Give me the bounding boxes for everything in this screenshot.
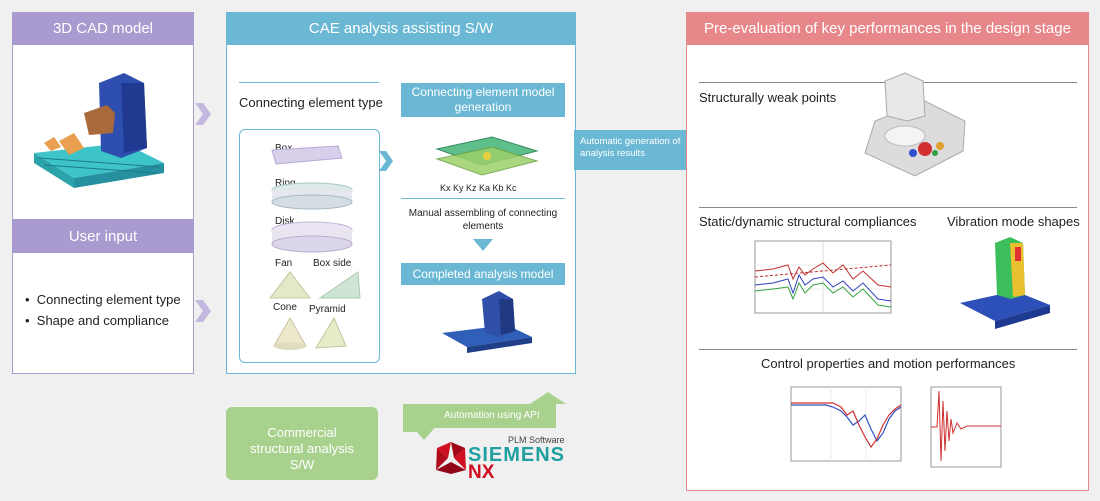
element-model-image [435, 136, 539, 176]
box-shape [271, 145, 343, 165]
siemens-name: SIEMENS [468, 444, 566, 466]
shape-label-box: Box [275, 143, 293, 154]
user-item-1: • Connecting element type [25, 292, 181, 307]
element-type-label: Connecting element type [239, 95, 383, 110]
siemens-logo [436, 442, 466, 474]
divider [699, 207, 1077, 208]
cad-panel: 3D CAD model [12, 12, 194, 220]
weak-points-label: Structurally weak points [699, 90, 837, 105]
pyramid-shape [315, 316, 347, 349]
cae-panel: CAE analysis assisting S/W Connecting el… [226, 12, 576, 374]
box-side-shape [318, 271, 361, 299]
chevron-right-icon [195, 300, 211, 322]
completed-header: Completed analysis model [401, 263, 565, 285]
disk-shape [271, 221, 353, 253]
cad-header: 3D CAD model [13, 13, 193, 45]
completed-title: Completed analysis model [412, 267, 554, 281]
pre-eval-panel: Pre-evaluation of key performances in th… [686, 12, 1089, 491]
automatic-generation-label: Automatic generation of analysis results [580, 136, 681, 159]
weak-points-image [864, 72, 966, 177]
user-item-1-text: Connecting element type [36, 292, 181, 307]
cae-header: CAE analysis assisting S/W [227, 13, 575, 45]
shape-label-fan: Fan [275, 258, 293, 269]
siemens-nx: NX [468, 462, 495, 483]
cad-model-image [34, 73, 164, 188]
compliance-label: Static/dynamic structural compliances [699, 214, 917, 229]
shape-library: Box Ring Disk Fan Box side Cone Pyramid [239, 129, 380, 363]
shape-label-disk: Disk [275, 216, 295, 227]
pre-eval-header: Pre-evaluation of key performances in th… [687, 13, 1088, 45]
commercial-label: Commercial structural analysis S/W [249, 425, 355, 472]
api-label: Automation using API [444, 410, 540, 421]
chevron-right-icon [379, 151, 393, 171]
vibration-label: Vibration mode shapes [947, 214, 1080, 229]
model-gen-title: Connecting element model generation [411, 85, 555, 114]
user-input-panel: User input • Connecting element type • S… [12, 220, 194, 374]
chevron-down-icon [473, 239, 493, 251]
divider [699, 349, 1077, 350]
user-item-2: • Shape and compliance [25, 313, 170, 328]
control-label: Control properties and motion performanc… [761, 356, 1016, 371]
user-input-header: User input [13, 221, 193, 253]
ring-shape [271, 182, 353, 210]
model-gen-header: Connecting element model generation [401, 83, 565, 117]
siemens-plm: PLM Software [508, 435, 565, 445]
cone-shape [273, 316, 307, 350]
compliance-plot [754, 240, 892, 314]
vibration-mode-image [960, 237, 1050, 329]
api-arrows [403, 392, 566, 440]
user-item-2-text: Shape and compliance [36, 313, 170, 328]
k-labels: Kx Ky Kz Ka Kb Kc [440, 183, 517, 193]
control-bode-plot [790, 386, 902, 462]
fan-shape [268, 271, 312, 299]
shape-label-cone: Cone [273, 302, 297, 313]
completed-model-image [442, 291, 532, 353]
divider [401, 198, 565, 199]
shape-label-ring: Ring [275, 178, 296, 189]
shape-label-pyramid: Pyramid [309, 304, 346, 315]
shape-label-box-side: Box side [313, 258, 352, 269]
chevron-right-icon [195, 103, 211, 125]
commercial-box: Commercial structural analysis S/W [226, 407, 378, 480]
manual-label: Manual assembling of connecting elements [408, 208, 558, 232]
divider [239, 82, 379, 83]
control-step-plot [930, 386, 1002, 468]
